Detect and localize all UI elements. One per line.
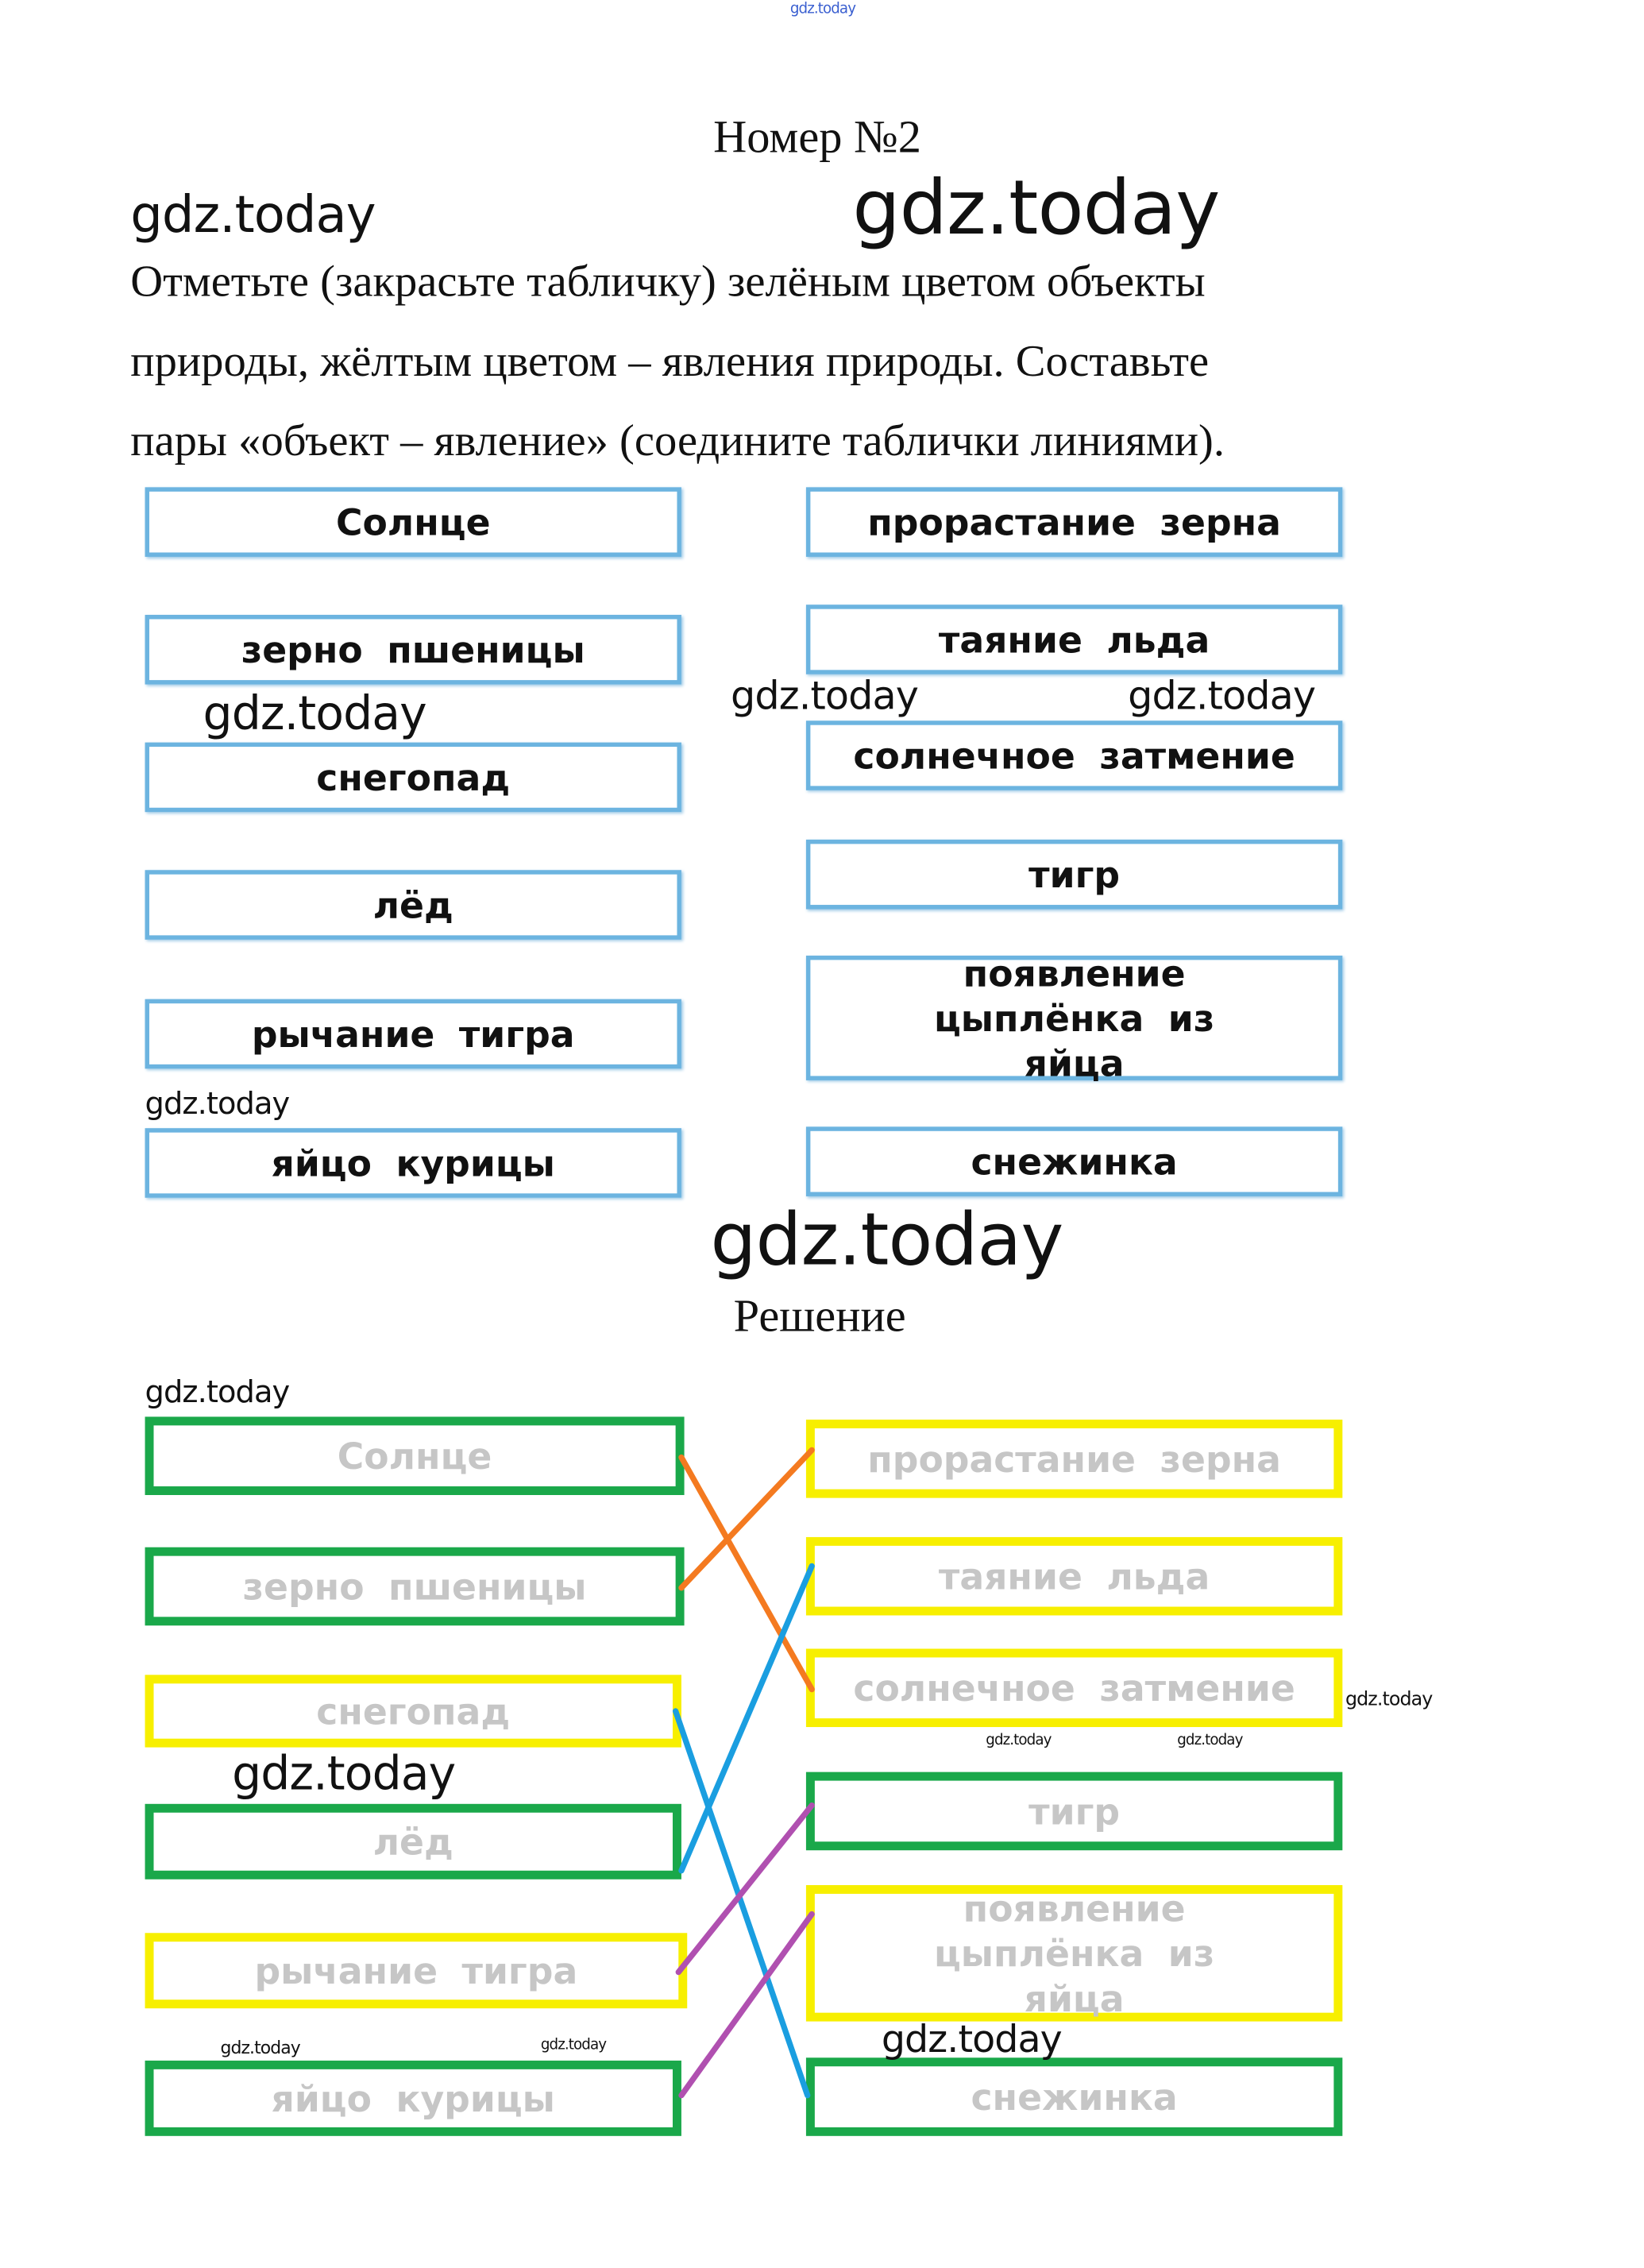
- solution-phenomenon-card: прорастание зерна: [805, 1420, 1343, 1498]
- solution-object-card: зерно пшеницы: [145, 1547, 685, 1626]
- object-card: снегопад: [145, 742, 681, 813]
- pair-line: [678, 1447, 815, 1591]
- solution-object-card: снежинка: [805, 2057, 1343, 2136]
- solution-object-card: лёд: [145, 1803, 681, 1880]
- solution-phenomenon-card: снегопад: [145, 1675, 681, 1748]
- watermark: gdz.today: [145, 1374, 291, 1410]
- pair-line: [672, 1708, 811, 2099]
- watermark: gdz.today: [145, 1086, 291, 1122]
- task-line: Отметьте (закрасьте табличку) зелёным цв…: [130, 255, 1206, 307]
- object-card: Солнце: [145, 487, 681, 557]
- watermark: gdz.today: [852, 165, 1220, 253]
- phenomenon-card: прорастание зерна: [805, 487, 1343, 557]
- phenomenon-card: появление цыплёнка из яйца: [805, 952, 1343, 1084]
- page-title: Номер №2: [713, 110, 922, 163]
- watermark: gdz.today: [731, 674, 919, 720]
- object-card: лёд: [145, 870, 681, 940]
- object-card: зерно пшеницы: [145, 614, 681, 685]
- watermark: gdz.today: [1345, 1689, 1433, 1711]
- phenomenon-card: таяние льда: [805, 605, 1343, 674]
- watermark: gdz.today: [881, 2018, 1063, 2062]
- pair-line: [678, 1911, 815, 2099]
- watermark: gdz.today: [986, 1733, 1052, 1749]
- watermark: gdz.today: [203, 686, 427, 741]
- pair-line: [678, 1563, 815, 1874]
- watermark: gdz.today: [1177, 1733, 1243, 1749]
- solution-object-card: Солнце: [145, 1416, 685, 1495]
- watermark: gdz.today: [710, 1197, 1063, 1282]
- solution-phenomenon-card: появление цыплёнка из яйца: [805, 1885, 1343, 2022]
- solution-title: Решение: [733, 1289, 906, 1342]
- phenomenon-card: снежинка: [805, 1126, 1343, 1196]
- watermark: gdz.today: [220, 2037, 300, 2058]
- solution-phenomenon-card: таяние льда: [805, 1536, 1343, 1616]
- task-line: пары «объект – явление» (соедините табли…: [130, 415, 1225, 466]
- task-line: природы, жёлтым цветом – явления природы…: [130, 334, 1210, 386]
- phenomenon-card: солнечное затмение: [805, 721, 1343, 790]
- phenomenon-card: тигр: [805, 839, 1343, 910]
- solution-object-card: яйцо курицы: [145, 2060, 681, 2136]
- pair-line: [678, 1454, 815, 1693]
- solution-phenomenon-card: рычание тигра: [145, 1933, 688, 2009]
- object-card: яйцо курицы: [145, 1128, 681, 1198]
- watermark: gdz.today: [1128, 674, 1316, 720]
- watermark: gdz.today: [789, 1, 856, 17]
- pair-line: [675, 1802, 815, 1976]
- watermark: gdz.today: [540, 2037, 607, 2054]
- watermark: gdz.today: [130, 187, 376, 245]
- object-card: рычание тигра: [145, 999, 681, 1069]
- watermark: gdz.today: [232, 1745, 456, 1802]
